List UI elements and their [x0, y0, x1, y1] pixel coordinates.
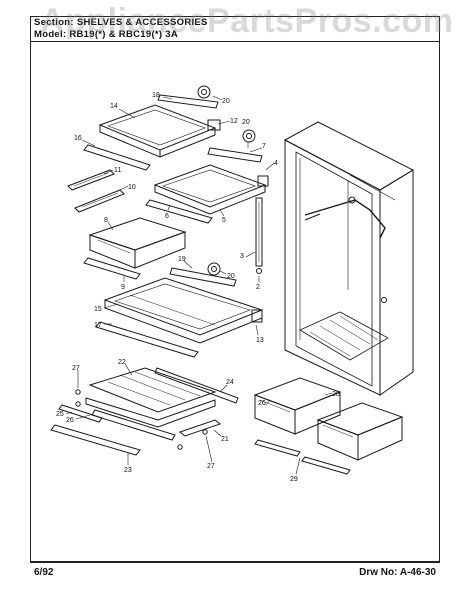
- footer-divider: [30, 562, 440, 563]
- callout-9: 9: [121, 284, 125, 291]
- section-title: Section: SHELVES & ACCESSORIES: [34, 17, 208, 28]
- callout-leaders: [65, 95, 333, 475]
- callout-19: 19: [178, 256, 186, 263]
- shelf-5: [153, 164, 269, 215]
- crisper-drawer-28-right: [316, 402, 404, 461]
- callout-4: 4: [274, 160, 278, 167]
- shelf-support-10: [74, 189, 125, 213]
- crisper-drawer-28-left: [253, 377, 342, 435]
- cover-hardware-21: [178, 419, 222, 437]
- callout-12: 12: [230, 118, 238, 125]
- header-divider: [30, 41, 440, 42]
- callout-22: 22: [118, 359, 126, 366]
- callout-16: 16: [74, 135, 82, 142]
- drawer-trim-29: [254, 439, 351, 475]
- shelf-14: [98, 104, 221, 158]
- shelf-clip-20-low: [207, 262, 221, 276]
- callout-15: 15: [94, 306, 102, 313]
- callout-18: 18: [152, 92, 160, 99]
- callout-29: 29: [290, 476, 298, 483]
- callout-20-top: 20: [222, 98, 230, 105]
- shelf-rear-trim-18: [157, 94, 219, 109]
- diagram-frame: [30, 16, 440, 562]
- shelf-support-11: [67, 169, 115, 191]
- callout-11: 11: [114, 167, 121, 174]
- cover-front-trim-23: [50, 424, 141, 456]
- callout-20-mid: 20: [242, 119, 250, 126]
- callout-8: 8: [104, 217, 108, 224]
- callout-17: 17: [94, 322, 102, 329]
- callout-13: 13: [256, 337, 264, 344]
- cover-frame-26: [91, 409, 176, 441]
- callout-27-top: 27: [72, 365, 80, 372]
- shelf-clip-20-top: [197, 85, 211, 99]
- callout-28: 28: [332, 391, 340, 398]
- callout-26-left: 26: [66, 417, 74, 424]
- callout-24: 24: [226, 379, 234, 386]
- callout-2: 2: [256, 284, 260, 291]
- callout-7: 7: [262, 143, 266, 150]
- callout-20-low: 20: [227, 273, 235, 280]
- callout-23: 23: [124, 467, 132, 474]
- screw-27: [75, 389, 208, 450]
- cover-bracket-25: [58, 404, 103, 423]
- callout-10: 10: [128, 184, 136, 191]
- shelf-15: [103, 277, 264, 344]
- shelf-rear-trim-19: [169, 267, 237, 287]
- refrigerator-cabinet: [283, 121, 415, 396]
- shelf-clip-20-mid: [242, 129, 256, 143]
- callout-14: 14: [110, 103, 118, 110]
- callout-5: 5: [222, 217, 226, 224]
- callout-3: 3: [240, 253, 244, 260]
- shelf-rail-3: [255, 197, 263, 274]
- drawer-cover-9: [83, 257, 141, 280]
- shelf-front-trim-16: [83, 144, 151, 171]
- shelf-rear-trim-7: [207, 147, 263, 163]
- callout-27-bottom: 27: [207, 463, 215, 470]
- shelf-front-trim-6: [145, 199, 213, 224]
- model-line: Model: RB19(*) & RBC19(*) 3A: [34, 29, 179, 40]
- callout-labels: 14 16 18 20 12 20 7 4 11 10 6 5 8 9 3 2 …: [56, 92, 340, 483]
- site-watermark: AppliancePartsPros.com: [40, 2, 454, 40]
- revision-date: 6/92: [34, 567, 54, 578]
- callout-6: 6: [165, 213, 169, 220]
- drawing-number: Drw No: A-46-30: [359, 567, 436, 578]
- meat-drawer-8: [88, 217, 187, 269]
- shelf-front-trim-17: [95, 321, 199, 358]
- callout-21: 21: [221, 436, 229, 443]
- crisper-cover-22: [85, 367, 217, 428]
- cover-support-24: [154, 367, 239, 404]
- callout-25: 25: [56, 411, 64, 418]
- callout-26-right: 26: [258, 400, 266, 407]
